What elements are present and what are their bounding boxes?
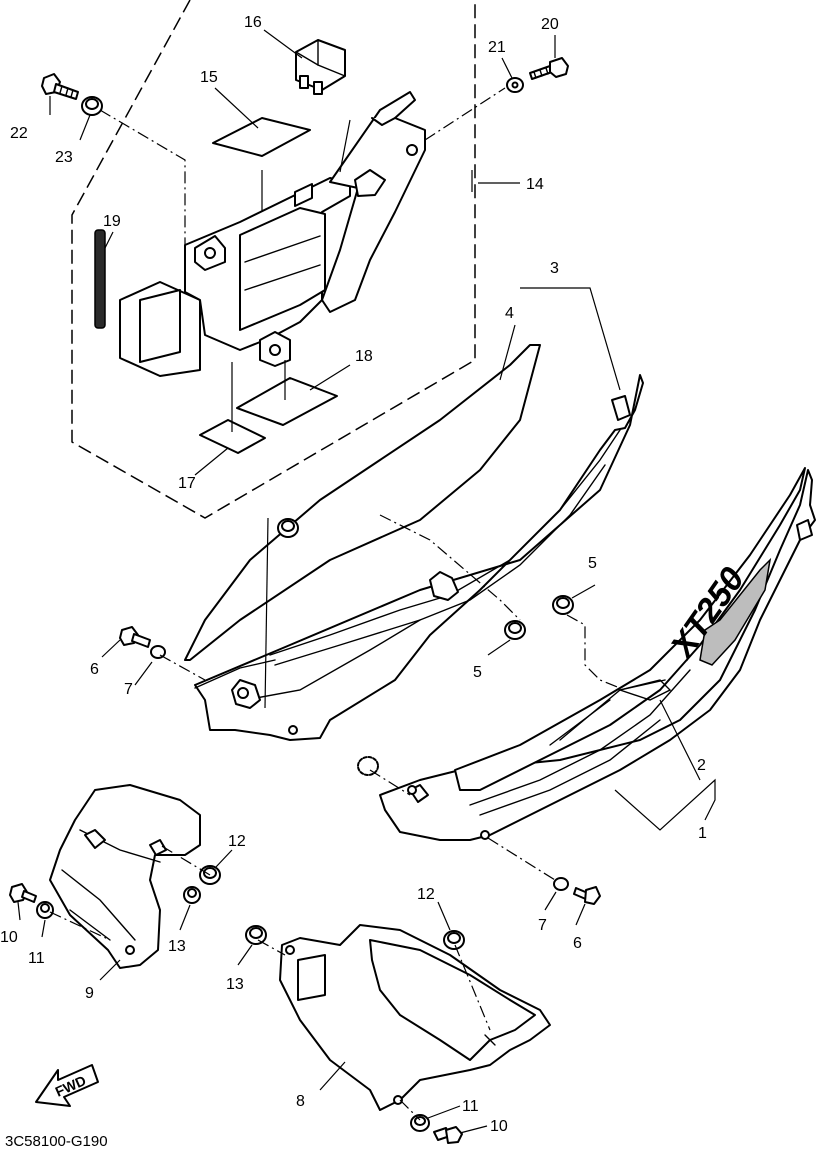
callout-1: 1 [698, 825, 707, 842]
callout-10a: 10 [0, 929, 18, 946]
part-6-bolt-a [119, 626, 151, 648]
callout-20: 20 [541, 16, 559, 33]
part-22-bolt [41, 73, 79, 100]
callout-12a: 12 [228, 833, 246, 850]
part-6-bolt-b [573, 886, 601, 905]
part-1-side-cover: XT250 [379, 467, 816, 841]
part-13-grommet-b [245, 925, 267, 945]
callout-13a: 13 [168, 938, 186, 955]
callout-14: 14 [526, 176, 544, 193]
callout-4: 4 [505, 305, 514, 322]
part-5-grommet-a [552, 595, 574, 615]
callout-18: 18 [355, 348, 373, 365]
part-7-washer-b [553, 877, 569, 891]
part-15-pad [212, 117, 311, 157]
callout-10b: 10 [490, 1118, 508, 1135]
callout-12b: 12 [417, 886, 435, 903]
callout-7b: 7 [538, 917, 547, 934]
callout-13b: 13 [226, 976, 244, 993]
part-12-grommet-b [443, 930, 465, 950]
part-9-front-cover [49, 784, 201, 969]
part-5-grommet-d [357, 756, 379, 776]
part-5-grommet-b [504, 620, 526, 640]
callout-3: 3 [550, 260, 559, 277]
part-18-pad [236, 377, 338, 426]
callout-15: 15 [200, 69, 218, 86]
callout-11b: 11 [462, 1098, 479, 1115]
callout-6b: 6 [573, 935, 582, 952]
part-23-grommet [81, 96, 103, 116]
part-19-band [94, 229, 106, 329]
part-16-relay [295, 39, 346, 95]
callout-21: 21 [488, 39, 506, 56]
assembly-14-outline [71, 0, 476, 519]
part-17-pad [199, 419, 266, 454]
fwd-arrow-icon: FWD [35, 1064, 99, 1107]
part-20-bolt [529, 57, 569, 80]
callout-16: 16 [244, 14, 262, 31]
callout-2: 2 [697, 757, 706, 774]
callout-7a: 7 [124, 681, 133, 698]
callout-11a: 11 [28, 950, 45, 967]
callout-8: 8 [296, 1093, 305, 1110]
callout-22: 22 [10, 125, 28, 142]
part-5-grommet-c [277, 518, 299, 538]
assembly-lines [49, 87, 621, 1121]
part-7-washer-a [150, 645, 166, 659]
callout-19: 19 [103, 213, 121, 230]
callout-9: 9 [85, 985, 94, 1002]
battery-box [119, 91, 426, 377]
callout-labels: 1 2 3 4 5 5 6 6 7 7 8 9 10 10 11 11 12 1… [0, 14, 707, 1135]
leader-lines [17, 29, 716, 1134]
part-11-washer-a [36, 901, 54, 919]
callout-17: 17 [178, 475, 196, 492]
diagram-code: 3C58100-G190 [5, 1133, 108, 1150]
part-2-emblem [549, 679, 666, 746]
callout-23: 23 [55, 149, 73, 166]
callout-5a: 5 [588, 555, 597, 572]
callout-6a: 6 [90, 661, 99, 678]
part-13-grommet-a [183, 886, 201, 904]
part-11-washer-b [410, 1114, 430, 1132]
callout-5b: 5 [473, 664, 482, 681]
part-8-front-cover [279, 924, 551, 1111]
part-10-bolt-b [433, 1126, 463, 1144]
part-10-bolt-a [9, 883, 37, 903]
part-4-side-cover [184, 344, 644, 741]
